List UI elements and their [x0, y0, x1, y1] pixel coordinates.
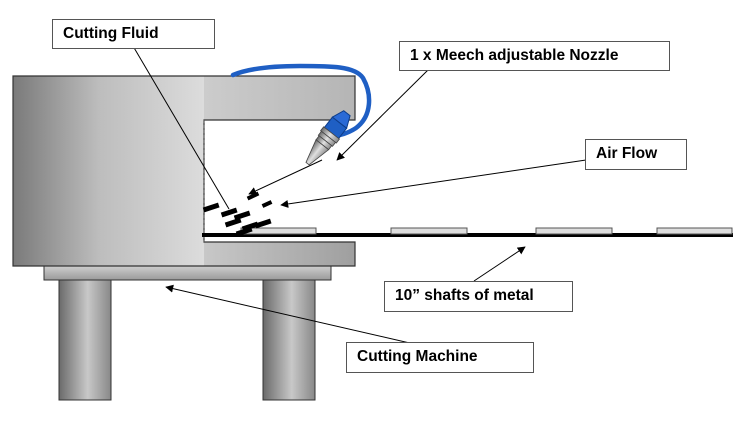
conveyor-line: [202, 233, 733, 237]
cutting-fluid-label: Cutting Fluid: [52, 19, 215, 49]
nozzle-arrow-secondary: [248, 159, 323, 195]
nozzle-label: 1 x Meech adjustable Nozzle: [399, 41, 670, 71]
machine-arrow: [165, 284, 415, 345]
air-flow-arrow: [280, 159, 587, 208]
cutting-fluid-leader: [132, 45, 230, 210]
shafts-arrow: [473, 246, 526, 282]
nozzle-hose: [230, 63, 372, 138]
machine-leg-right: [262, 277, 316, 401]
shafts-label: 10” shafts of metal: [384, 281, 573, 312]
metal-shaft-2: [390, 227, 468, 235]
nozzle-arrow: [336, 69, 429, 161]
machine-frame-column: [13, 76, 204, 266]
meech-nozzle: [305, 110, 351, 166]
cutting-machine-label: Cutting Machine: [346, 342, 534, 373]
air-flow-dashes: [246, 191, 273, 208]
machine-leg-left: [58, 277, 112, 401]
cutting-fluid-chips: [202, 202, 272, 237]
air-flow-label: Air Flow: [585, 139, 687, 170]
metal-shaft-3: [535, 227, 613, 235]
metal-shaft-4: [656, 227, 733, 235]
